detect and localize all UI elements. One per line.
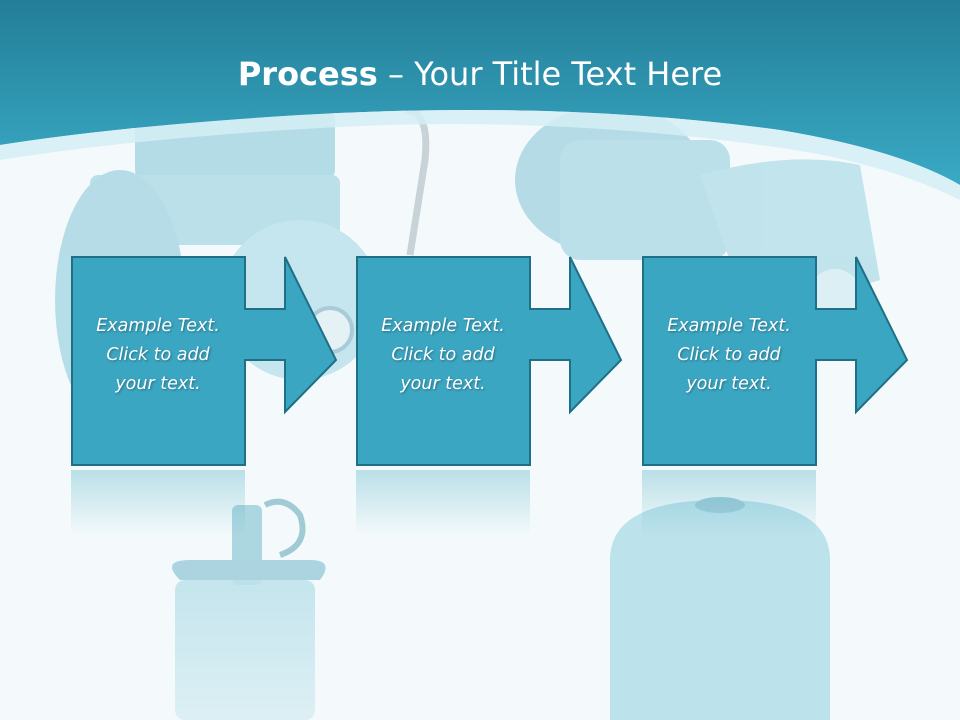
process-step-1[interactable]: Example Text. Click to add your text. [71,256,338,466]
step-2-reflection [356,470,530,536]
arrow-box-shape [356,256,623,466]
step-2-text[interactable]: Example Text. Click to add your text. [381,316,505,394]
tank-illustration-bottom-right [610,497,830,720]
process-step-2[interactable]: Example Text. Click to add your text. [356,256,623,466]
arrow-box-shape [642,256,909,466]
step-3-reflection [642,470,816,536]
slide-title[interactable]: Process – Your Title Text Here [0,52,960,96]
step-1-text[interactable]: Example Text. Click to add your text. [96,316,220,394]
header-band [0,0,960,185]
step-1-reflection [71,470,245,536]
title-bold: Process [237,55,378,93]
step-3-text[interactable]: Example Text. Click to add your text. [667,316,791,394]
process-step-3[interactable]: Example Text. Click to add your text. [642,256,909,466]
pump-illustration-right [515,105,880,321]
arrow-box-shape [71,256,338,466]
header-swoosh [0,110,960,200]
title-rest: – Your Title Text Here [377,55,723,93]
pump-illustration-bottom-left [172,498,326,720]
